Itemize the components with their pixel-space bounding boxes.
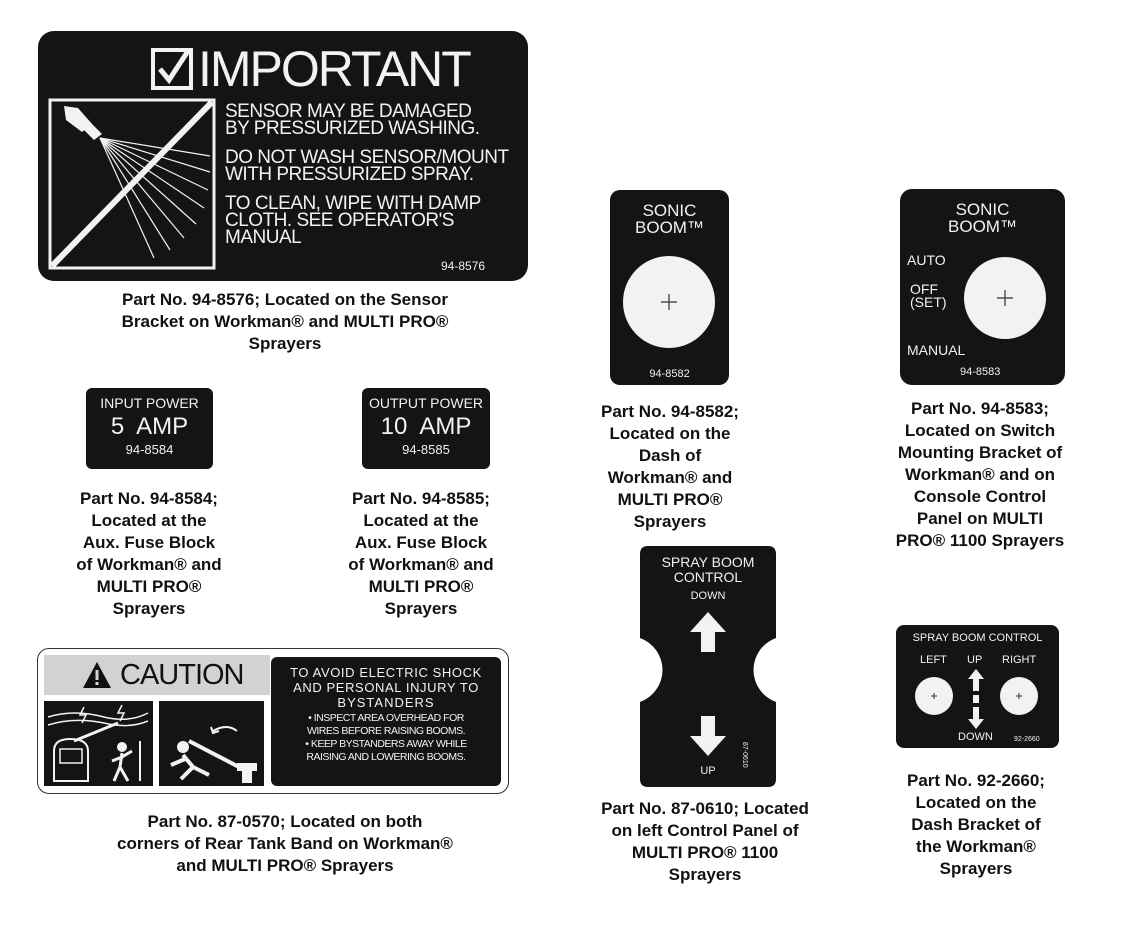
spray-boom-control-plate — [640, 546, 776, 787]
dash-down-label: DOWN — [958, 731, 993, 743]
switch-off-label: OFF (SET) — [910, 281, 947, 310]
important-text: SENSOR MAY BE DAMAGED BY PRESSURIZED WAS… — [225, 101, 525, 248]
sonic-boom-decal: SONIC BOOM™ 94-8582 — [610, 190, 729, 385]
dash-right-label: RIGHT — [1002, 654, 1037, 666]
output-power-part: 94-8585 — [402, 442, 450, 457]
right-switch-hole — [1000, 677, 1038, 715]
spray-boom-dash-caption: Part No. 92-2660; Located on the Dash Br… — [907, 771, 1045, 878]
caution-text-panel: TO AVOID ELECTRIC SHOCK AND PERSONAL INJ… — [271, 657, 501, 786]
sonic-boom-switch-caption: Part No. 94-8583; Located on Switch Moun… — [895, 399, 1065, 550]
caution-line-3: BYSTANDERS — [337, 695, 435, 710]
output-power-caption: Part No. 94-8585; Located at the Aux. Fu… — [348, 489, 494, 618]
caution-bullet-2b: RAISING AND LOWERING BOOMS. — [306, 751, 466, 763]
switch-manual-label: MANUAL — [907, 342, 966, 358]
sonic-boom-switch-title-2: BOOM™ — [948, 217, 1017, 236]
output-power-decal: OUTPUT POWER 10 AMP 94-8585 — [362, 388, 490, 469]
dash-title: SPRAY BOOM CONTROL — [912, 632, 1043, 644]
caution-bullet-2a: • KEEP BYSTANDERS AWAY WHILE — [305, 738, 467, 750]
input-power-caption: Part No. 94-8584; Located at the Aux. Fu… — [76, 489, 222, 618]
sonic-boom-switch-hole — [623, 256, 715, 348]
sonic-boom-switch-hole — [964, 257, 1046, 339]
input-power-decal: INPUT POWER 5 AMP 94-8584 — [86, 388, 213, 469]
spray-boom-up-label: UP — [700, 765, 716, 777]
important-line-1a: SENSOR MAY BE DAMAGED — [225, 101, 472, 122]
caution-line-1: TO AVOID ELECTRIC SHOCK — [290, 665, 482, 680]
up-down-arrow-icon — [966, 669, 986, 729]
output-power-value: 10 AMP — [380, 413, 472, 440]
input-power-title: INPUT POWER — [100, 395, 199, 411]
important-line-3b: CLOTH. SEE OPERATOR'S — [225, 210, 454, 231]
important-line-3a: TO CLEAN, WIPE WITH DAMP — [225, 193, 481, 214]
important-line-1b: BY PRESSURIZED WASHING. — [225, 118, 480, 139]
important-line-2b: WITH PRESSURIZED SPRAY. — [225, 164, 474, 185]
spray-boom-title-2: CONTROL — [673, 569, 743, 585]
important-part-number: 94-8576 — [441, 259, 486, 273]
warning-triangle-icon — [82, 661, 112, 689]
sonic-boom-title-2: BOOM™ — [635, 218, 704, 237]
spray-boom-title-1: SPRAY BOOM — [661, 554, 755, 570]
input-power-value: 5 AMP — [110, 413, 189, 440]
arrow-down-icon — [690, 716, 726, 756]
important-caption: Part No. 94-8576; Located on the Sensor … — [121, 290, 449, 353]
output-power-title: OUTPUT POWER — [368, 395, 484, 411]
checkbox-check-icon — [150, 47, 194, 91]
crush-hazard-pictogram-icon — [159, 701, 264, 786]
sonic-boom-title-1: SONIC — [642, 201, 697, 220]
important-decal: IMPORTANT SENSOR MAY BE DAMAGED B — [38, 31, 528, 281]
caution-heading: CAUTION — [120, 659, 244, 691]
arrow-up-icon — [690, 612, 726, 652]
important-line-3c: MANUAL — [225, 227, 302, 248]
caution-caption: Part No. 87-0570; Located on both corner… — [117, 812, 453, 875]
spray-boom-dash-decal: SPRAY BOOM CONTROL LEFT UP RIGHT DOWN 92… — [896, 625, 1059, 748]
dash-left-label: LEFT — [920, 654, 947, 666]
sonic-boom-caption: Part No. 94-8582; Located on the Dash of… — [601, 402, 739, 531]
switch-auto-label: AUTO — [907, 252, 946, 268]
spray-boom-part: 87-0610 — [741, 742, 748, 768]
input-power-part: 94-8584 — [125, 442, 174, 457]
spray-boom-caption: Part No. 87-0610; Located on left Contro… — [601, 799, 809, 884]
caution-heading-band: CAUTION — [44, 655, 270, 695]
important-line-2a: DO NOT WASH SENSOR/MOUNT — [225, 147, 509, 168]
caution-bullet-1b: WIRES BEFORE RAISING BOOMS. — [306, 725, 466, 737]
important-heading: IMPORTANT — [198, 41, 472, 97]
sonic-boom-switch-title-1: SONIC — [955, 200, 1010, 219]
electric-shock-pictogram-icon — [44, 701, 153, 786]
sonic-boom-part: 94-8582 — [649, 368, 690, 380]
sonic-boom-switch-part: 94-8583 — [960, 366, 1001, 378]
dash-part: 92-2660 — [1014, 736, 1040, 743]
spray-boom-down-label: DOWN — [690, 590, 726, 602]
left-switch-hole — [915, 677, 953, 715]
sonic-boom-switch-decal: SONIC BOOM™ AUTO OFF (SET) MANUAL 94-858… — [900, 189, 1065, 385]
spray-boom-control-decal: SPRAY BOOM CONTROL DOWN UP 87-0610 — [640, 546, 776, 787]
caution-decal: CAUTION TO AVOID ELECTRIC SHOC — [37, 648, 509, 794]
caution-bullet-1a: • INSPECT AREA OVERHEAD FOR — [308, 712, 464, 724]
caution-line-2: AND PERSONAL INJURY TO — [293, 680, 479, 695]
no-pressure-wash-icon — [48, 98, 216, 270]
dash-up-label: UP — [967, 654, 983, 666]
